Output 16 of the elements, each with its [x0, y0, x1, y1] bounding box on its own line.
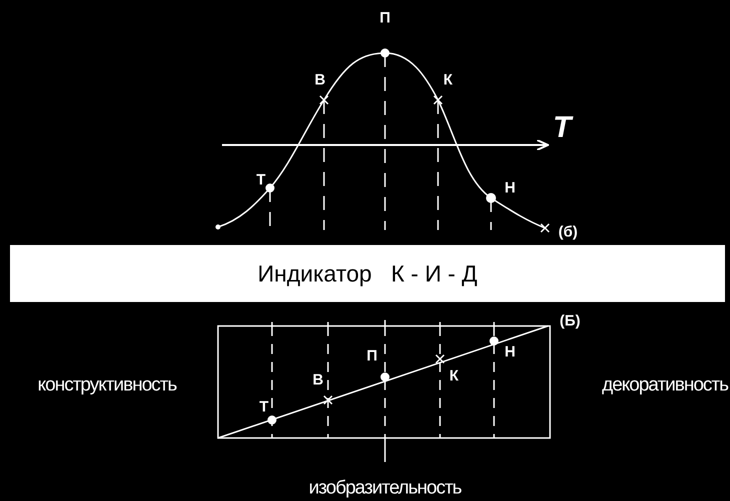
scale-end-label: конструктивность: [38, 376, 176, 394]
point-label: В: [312, 372, 324, 388]
point-label: П: [380, 10, 390, 26]
point-label: К: [443, 72, 453, 88]
scale-middle-label: изобразительность: [308, 478, 462, 498]
point-label: П: [366, 348, 378, 364]
point-label: Т: [256, 172, 266, 188]
point-label: В: [314, 72, 326, 88]
title-band: [10, 245, 725, 302]
point-label: Т: [259, 400, 269, 414]
point-label: Н: [504, 344, 516, 360]
scale-end-label: декоративность: [602, 376, 728, 394]
point-label: Н: [504, 180, 516, 196]
axis-label: T: [552, 113, 572, 143]
band-title: Индикатор К - И - Д: [258, 260, 478, 287]
point-label: К: [449, 368, 459, 384]
